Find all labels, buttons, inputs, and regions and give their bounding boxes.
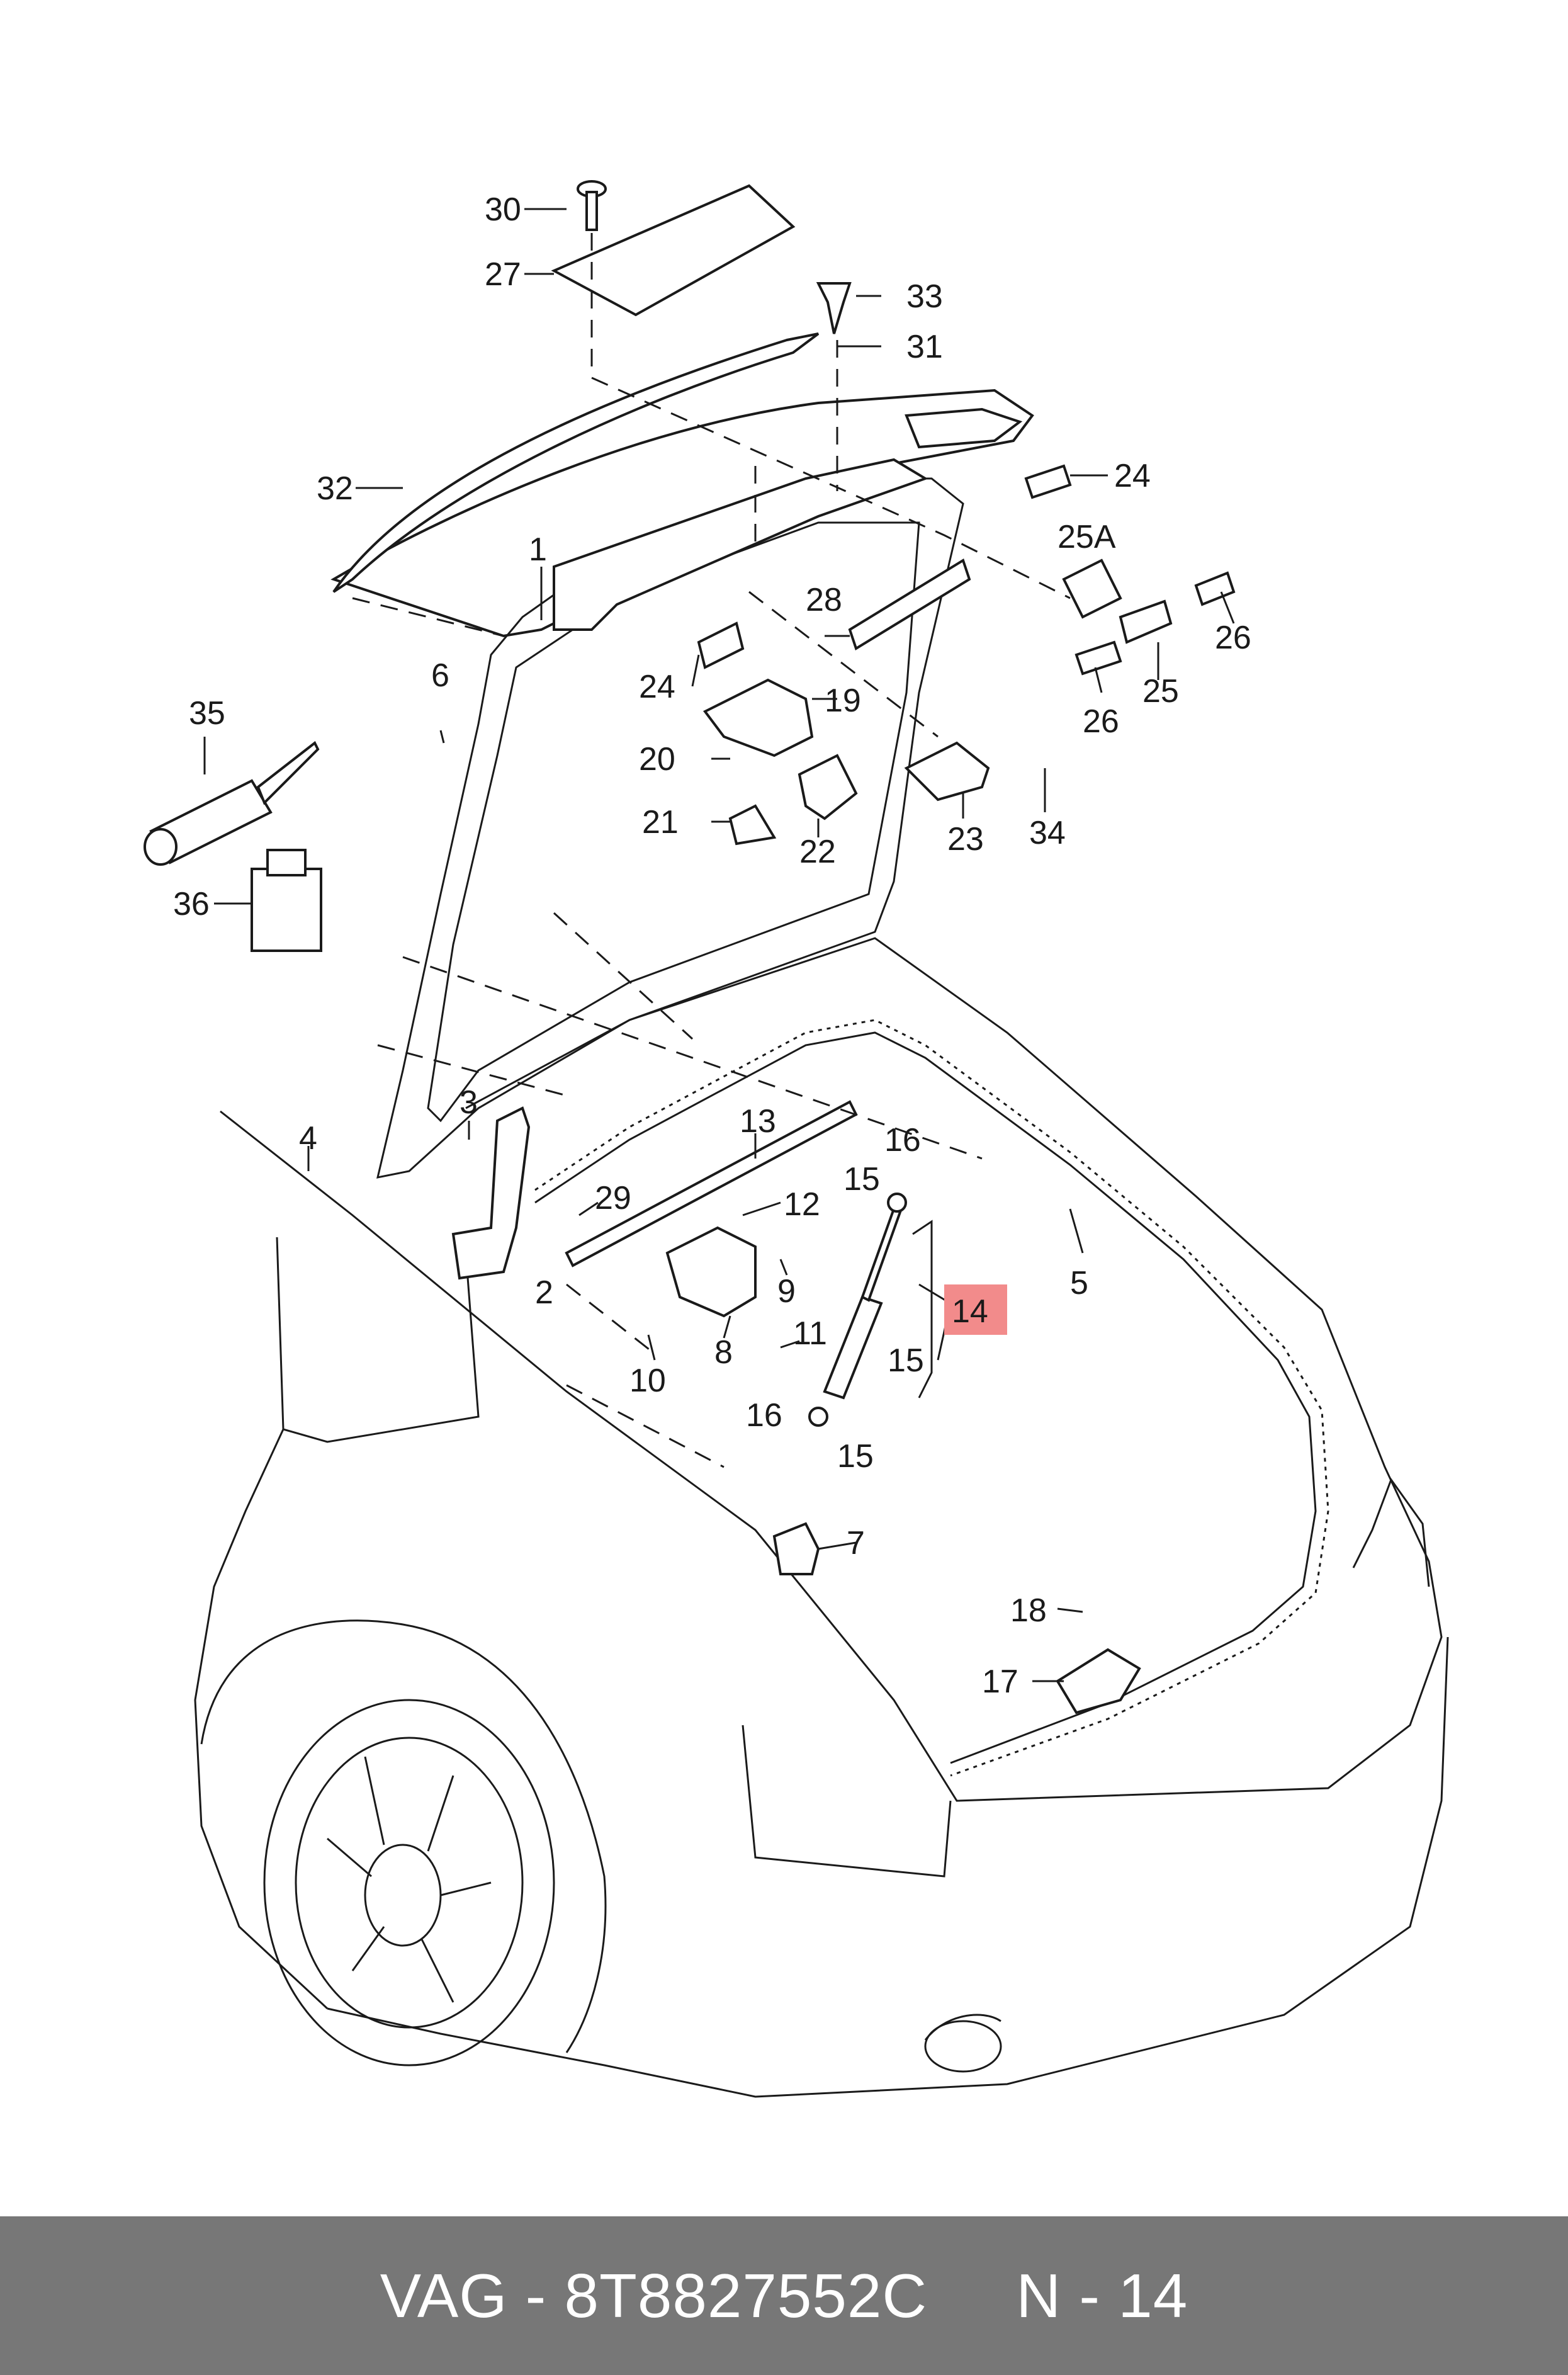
switch-25-part (1119, 599, 1173, 644)
callout-3: 3 (460, 1084, 478, 1121)
callout-2: 2 (535, 1274, 553, 1311)
callout-34: 34 (1029, 815, 1066, 851)
callout-8: 8 (714, 1334, 733, 1371)
callout-9: 9 (777, 1273, 796, 1310)
gas-strut-14-part (808, 1193, 907, 1427)
callout-25: 25 (1142, 673, 1179, 710)
grip-22-part (798, 754, 858, 820)
footer-bar: VAG - 8T8827552C N - 14 (0, 2216, 1568, 2375)
seal-25a-part (1062, 558, 1122, 619)
callout-10: 10 (629, 1363, 666, 1399)
guide-lines (352, 233, 1071, 1468)
footer-gap (927, 2260, 1016, 2332)
callout-33: 33 (906, 278, 943, 315)
callout-32: 32 (317, 470, 353, 507)
cap-26b-part (1194, 571, 1236, 606)
callout-17: 17 (982, 1664, 1018, 1700)
callout-24b: 24 (639, 669, 675, 705)
callout-23: 23 (947, 821, 984, 858)
footer-position-prefix: N (1016, 2260, 1062, 2330)
callout-28: 28 (806, 582, 842, 618)
callout-35: 35 (189, 695, 225, 732)
footer-position-dash: - (1079, 2260, 1100, 2330)
callout-31: 31 (906, 329, 943, 365)
callout-6: 6 (431, 657, 449, 694)
bottle-36-icon (251, 849, 322, 952)
callout-11: 11 (793, 1315, 827, 1352)
callout-22: 22 (799, 834, 836, 870)
callout-29: 29 (595, 1180, 631, 1216)
glue-tube-35-icon (144, 740, 320, 866)
callout-14: 14 (952, 1293, 988, 1330)
bracket-21-part (728, 804, 777, 846)
tailgate (330, 388, 1034, 1179)
footer-space (546, 2260, 564, 2332)
callout-18: 18 (1010, 1592, 1047, 1629)
callout-16b: 16 (746, 1397, 782, 1434)
callout-36: 36 (173, 886, 210, 922)
bracket-8-part (665, 1226, 757, 1318)
spoiler-part (332, 332, 820, 593)
leader-lines (203, 208, 1235, 1682)
callout-5: 5 (1070, 1265, 1088, 1301)
callout-7: 7 (847, 1525, 865, 1562)
footer-space-3 (1100, 2260, 1118, 2332)
bolt-30-icon (577, 180, 607, 231)
stop-7-part (772, 1522, 820, 1575)
footer-separator (507, 2260, 525, 2332)
callout-21: 21 (642, 804, 679, 841)
highlight-box-14 (944, 1284, 1007, 1335)
callout-12: 12 (784, 1186, 820, 1223)
callout-27: 27 (485, 256, 521, 293)
cap-26-part (1074, 640, 1122, 676)
handle-24b-part (1024, 464, 1072, 499)
callout-15c: 15 (837, 1438, 874, 1475)
callout-15a: 15 (843, 1161, 880, 1198)
callout-16a: 16 (884, 1122, 921, 1159)
car-body (194, 937, 1449, 2098)
hinge-2-part (451, 1106, 531, 1280)
parts-diagram: 30 27 33 31 32 1 24 25A 28 26 6 24 19 25… (144, 180, 1449, 2098)
footer-position-number: 14 (1118, 2260, 1188, 2330)
callout-1: 1 (529, 531, 547, 568)
callout-15b: 15 (888, 1342, 924, 1379)
callout-20: 20 (639, 741, 675, 778)
callout-labels: 30 27 33 31 32 1 24 25A 28 26 6 24 19 25… (173, 191, 1251, 1700)
clip-33-icon (816, 282, 852, 334)
callout-26a: 26 (1215, 620, 1251, 656)
lock-plate-17-part (1056, 1648, 1141, 1715)
handle-24-part (697, 621, 745, 669)
callout-24a: 24 (1114, 458, 1151, 494)
striker-23-part (904, 741, 990, 802)
footer-space-2 (1061, 2260, 1079, 2332)
callout-13: 13 (740, 1103, 776, 1140)
cover-plate-part (551, 184, 796, 317)
callout-19: 19 (825, 683, 861, 719)
trim-28-part (848, 558, 971, 651)
callout-26b: 26 (1083, 703, 1119, 740)
footer-separator-dash: - (525, 2260, 547, 2330)
footer-brand: VAG (380, 2260, 508, 2330)
latch-19-part (702, 678, 814, 757)
callout-25a: 25A (1058, 519, 1116, 555)
callout-4: 4 (299, 1120, 317, 1157)
callout-30: 30 (485, 191, 521, 228)
footer-part-number: 8T8827552C (564, 2260, 928, 2330)
